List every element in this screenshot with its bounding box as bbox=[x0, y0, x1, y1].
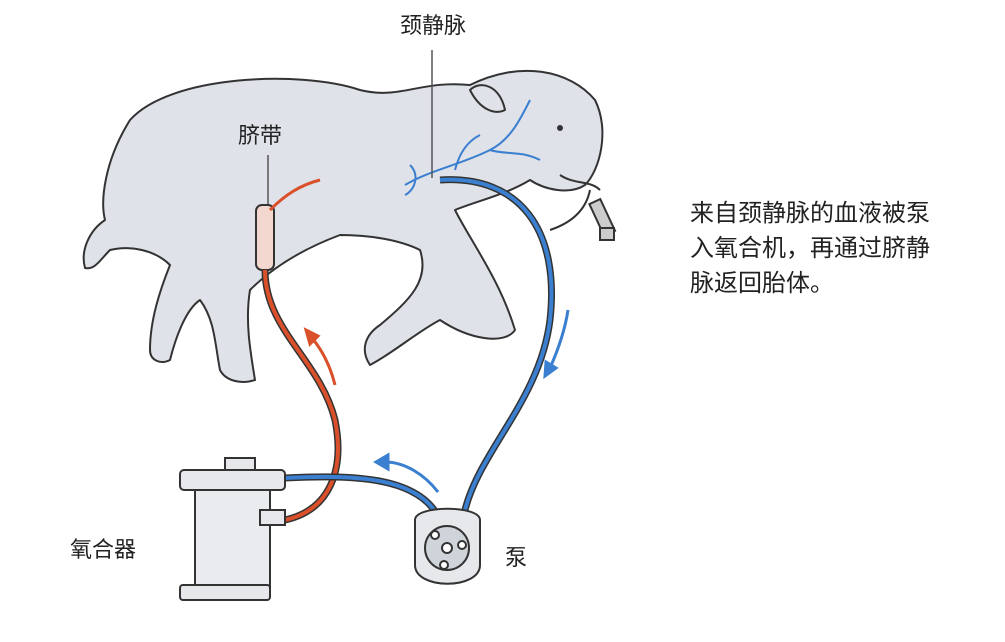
pump-device bbox=[414, 507, 481, 585]
label-pump: 泵 bbox=[505, 546, 528, 571]
description-text: 来自颈静脉的血液被泵 入氧合机，再通过脐静 脉返回胎体。 bbox=[690, 196, 930, 301]
description-line: 来自颈静脉的血液被泵 bbox=[690, 199, 930, 227]
description-line: 入氧合机，再通过脐静 bbox=[690, 234, 930, 262]
label-jugular-vein: 颈静脉 bbox=[400, 14, 467, 39]
lamb-figure bbox=[82, 69, 604, 383]
description-line: 脉返回胎体。 bbox=[690, 269, 834, 297]
mouth-clamp-icon bbox=[549, 189, 617, 241]
umbilical-cannula bbox=[255, 204, 275, 271]
label-umbilical-cord: 脐带 bbox=[238, 124, 283, 149]
neck-veins bbox=[404, 99, 541, 196]
oxygenator-device bbox=[179, 457, 286, 601]
label-oxygenator: 氧合器 bbox=[70, 538, 137, 563]
flow-arrow-icons bbox=[303, 309, 570, 493]
